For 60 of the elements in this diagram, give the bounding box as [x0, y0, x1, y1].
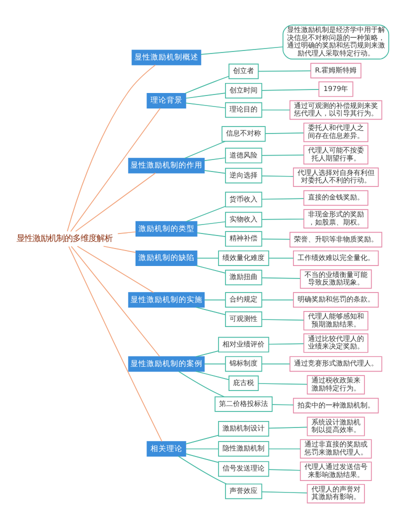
node-text: 显性激励机制的多维度解析 — [16, 234, 113, 244]
connector — [68, 246, 162, 442]
connector — [185, 448, 219, 449]
connector — [184, 75, 230, 94]
connector — [268, 426, 308, 428]
node-box: 激励机制的类型 — [136, 220, 198, 236]
connector — [268, 448, 301, 449]
node-box: 激励机制的缺陷 — [136, 250, 198, 266]
connector — [204, 170, 226, 174]
connector — [204, 363, 226, 364]
connector — [196, 220, 226, 226]
node-box: 显性激励机制的案例 — [128, 356, 205, 372]
connector — [261, 88, 320, 90]
connector — [261, 490, 308, 493]
connector — [76, 245, 154, 292]
connector — [178, 370, 225, 397]
connector — [261, 218, 304, 220]
node-box: 相关理论 — [146, 440, 186, 456]
connector — [272, 404, 294, 405]
connector — [186, 205, 226, 222]
connector — [261, 363, 290, 364]
connector — [103, 245, 136, 252]
connector — [196, 264, 226, 273]
connector — [261, 318, 304, 320]
connector — [268, 468, 301, 470]
node-box: 理论背景 — [146, 92, 186, 108]
connector — [75, 172, 156, 232]
connector — [196, 370, 230, 380]
connector — [196, 232, 226, 237]
connector — [261, 198, 304, 200]
connector — [117, 230, 136, 234]
connector — [261, 174, 294, 176]
connector — [261, 238, 290, 240]
connector — [184, 140, 226, 158]
connector — [258, 70, 312, 72]
connector — [261, 109, 290, 110]
node-box: 显性激励机制的实施 — [128, 292, 205, 308]
connector — [196, 257, 219, 258]
node-box: 显性激励机制概述 — [132, 49, 202, 65]
connector — [185, 92, 226, 98]
connector — [261, 154, 304, 156]
connector — [200, 46, 284, 54]
connector — [196, 350, 219, 357]
connector — [70, 107, 161, 232]
connector — [70, 245, 160, 356]
connector — [185, 102, 226, 108]
connector — [261, 276, 300, 278]
connector — [204, 156, 226, 161]
connector — [261, 298, 294, 300]
node-box: 显性激励机制的作用 — [128, 157, 205, 173]
connector — [185, 434, 219, 444]
connector — [268, 257, 294, 258]
connector — [268, 342, 304, 344]
connector — [185, 452, 219, 462]
connector — [178, 455, 227, 484]
connector — [265, 132, 304, 134]
connector — [66, 64, 156, 232]
connector — [204, 298, 226, 300]
connector — [258, 382, 308, 384]
connector — [196, 306, 226, 315]
